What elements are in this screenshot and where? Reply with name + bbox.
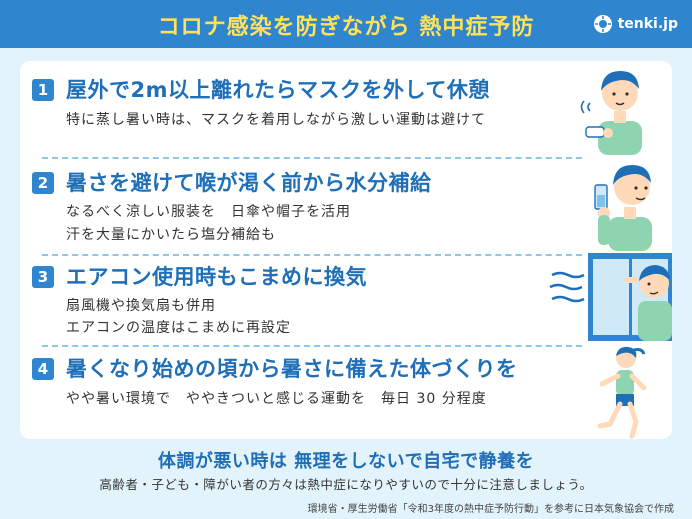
divider bbox=[42, 254, 582, 256]
person-removing-mask-icon bbox=[580, 71, 642, 155]
tip-3-number: 3 bbox=[32, 266, 54, 288]
person-opening-window-icon bbox=[549, 253, 672, 341]
person-running-icon bbox=[597, 346, 647, 439]
logo-text: tenki.jp bbox=[617, 16, 678, 32]
divider bbox=[42, 157, 582, 159]
tip-2-heading: 暑さを避けて喉が渇く前から水分補給 bbox=[66, 171, 432, 195]
tip-3-heading: エアコン使用時もこまめに換気 bbox=[66, 265, 367, 289]
person-drinking-water-icon bbox=[594, 165, 652, 251]
tip-4-heading: 暑くなり始めの頃から暑さに備えた体づくりを bbox=[66, 357, 518, 381]
divider bbox=[42, 345, 582, 347]
tenki-logo[interactable]: tenki.jp bbox=[593, 13, 678, 35]
tip-2-number: 2 bbox=[32, 172, 54, 194]
footer-headline: 体調が悪い時は 無理をしないで自宅で静養を bbox=[157, 451, 535, 472]
sun-logo-icon bbox=[593, 15, 612, 33]
tip-1-number: 1 bbox=[32, 79, 54, 101]
tip-3-line-1: 扇風機や換気扇も併用 bbox=[66, 298, 216, 314]
source-credit: 環境省・厚生労働省「令和3年度の熱中症予防行動」を参考に日本気象協会で作成 bbox=[307, 504, 674, 515]
tip-2-line-2: 汗を大量にかいたら塩分補給も bbox=[66, 227, 276, 243]
tip-4-number: 4 bbox=[32, 358, 54, 380]
tip-2-line-1: なるべく涼しい服装を 日傘や帽子を活用 bbox=[66, 204, 351, 220]
tip-1-heading: 屋外で2m以上離れたらマスクを外して休憩 bbox=[66, 78, 490, 102]
tip-3-line-2: エアコンの温度はこまめに再設定 bbox=[66, 320, 291, 336]
tip-4-line-1: やや暑い環境で ややきついと感じる運動を 毎日 30 分程度 bbox=[66, 391, 487, 407]
page-title: コロナ感染を防ぎながら 熱中症予防 bbox=[157, 15, 535, 40]
footer-note: 高齢者・子ども・障がい者の方々は熱中症になりやすいので十分に注意しましょう。 bbox=[99, 477, 593, 492]
tips-card: 1 屋外で2m以上離れたらマスクを外して休憩 特に蒸し暑い時は、マスクを着用しな… bbox=[20, 61, 672, 439]
header-bar: コロナ感染を防ぎながら 熱中症予防 tenki.jp bbox=[0, 0, 692, 48]
tip-1-line-1: 特に蒸し暑い時は、マスクを着用しながら激しい運動は避けて bbox=[66, 112, 486, 128]
